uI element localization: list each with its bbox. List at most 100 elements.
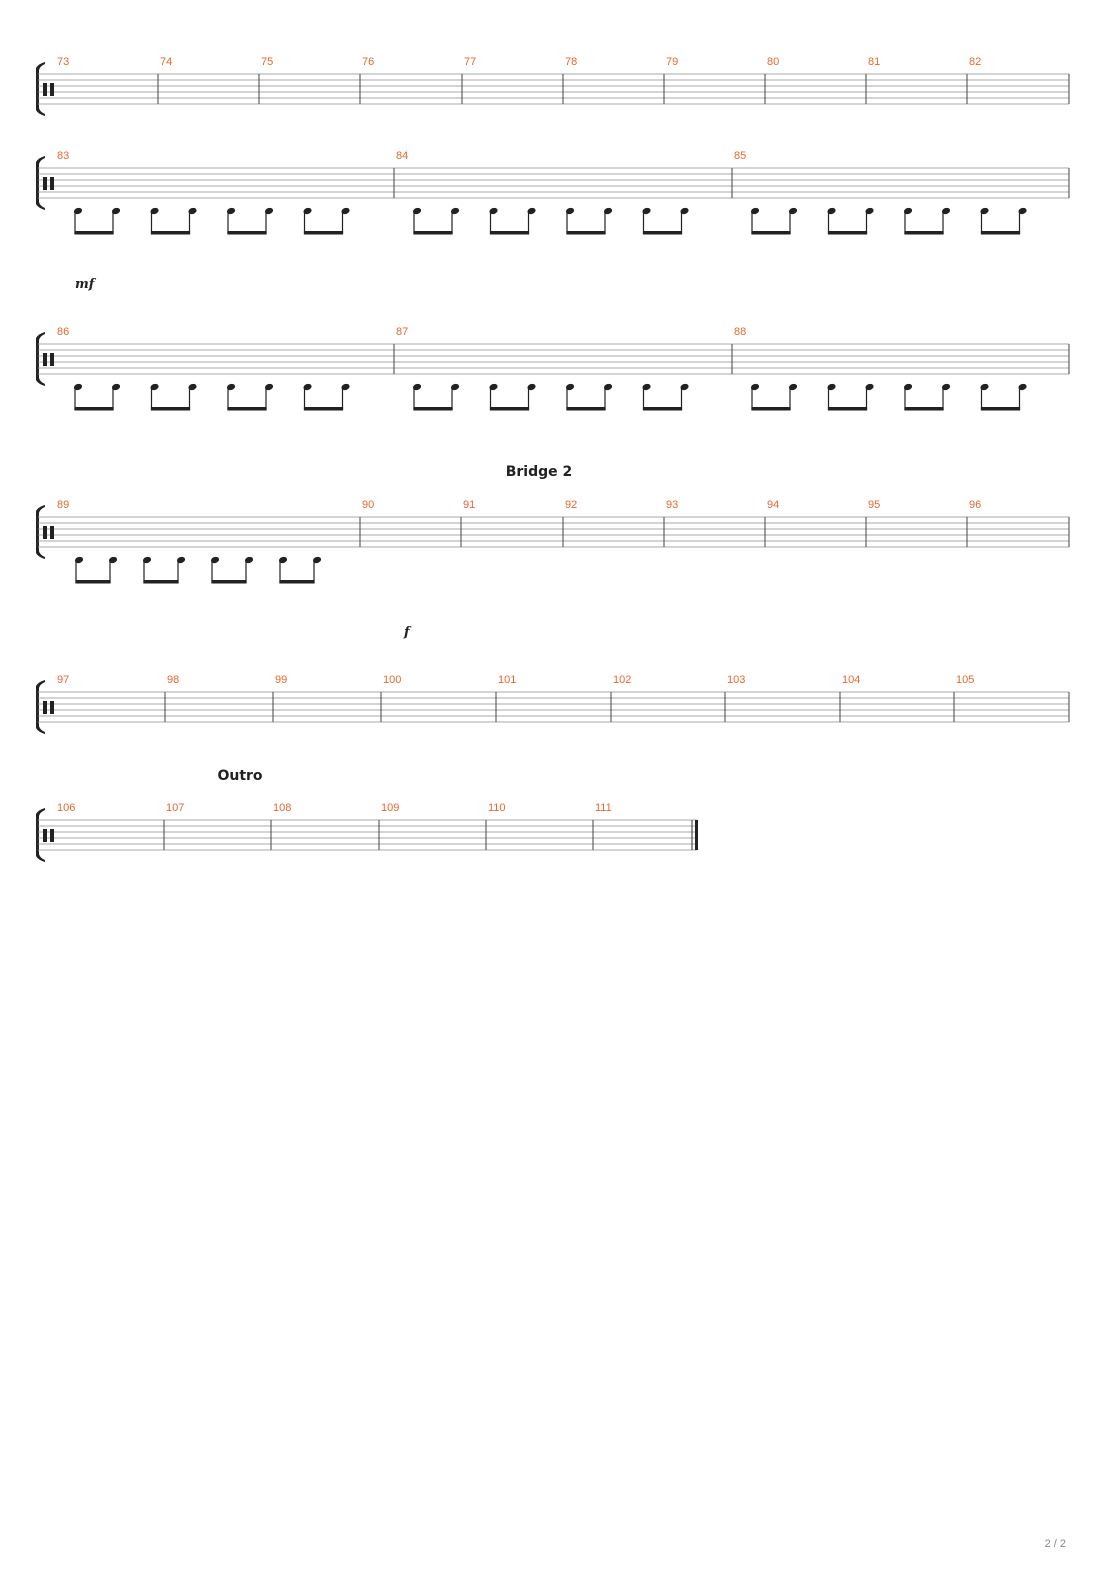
note-beam [642,231,683,235]
measure-number: 83 [57,150,69,162]
note-head [788,383,798,391]
measure-number: 77 [464,56,476,68]
measure-number: 91 [463,499,475,511]
note-head [603,207,613,215]
dynamic-marking: f [403,625,412,640]
note-head [980,383,989,391]
measure-number: 78 [565,56,577,68]
note-head [278,556,288,564]
measure-number: 75 [261,56,273,68]
note-head [527,207,536,215]
note-head [108,556,118,564]
measure-number: 88 [734,326,746,338]
measure-number: 111 [595,802,612,814]
section-title: Outro [217,768,262,784]
measure-number: 110 [488,802,506,814]
note-beam [751,407,791,411]
percussion-clef-icon [50,829,54,842]
final-barline-thick [695,820,698,850]
note-head [565,207,575,215]
note-head [1018,207,1027,215]
note-head [73,383,83,391]
note-head [312,556,322,564]
measure-number: 94 [767,499,779,511]
note-head [642,207,651,215]
measure-number: 104 [842,674,860,686]
measure-number: 86 [57,326,69,338]
page-number: 2 / 2 [1044,1538,1066,1550]
note-beam [211,580,247,584]
measure-number: 96 [969,499,981,511]
note-beam [150,231,191,235]
measure-number: 81 [868,56,880,68]
note-beam [904,407,944,411]
measure-number: 76 [362,56,374,68]
staff-system: 106 107 108 109 110 111 Outro [36,768,698,862]
measure-number: 92 [565,499,577,511]
note-beam [413,231,453,235]
note-head [750,207,760,215]
note-beam [150,407,191,411]
note-head [74,556,84,564]
percussion-clef-icon [43,353,47,366]
section-title: Bridge 2 [506,464,573,480]
percussion-clef-icon [50,701,54,714]
note-head [150,383,159,391]
note-beam [74,231,114,235]
measure-number: 90 [362,499,374,511]
dynamic-marking: mf [75,277,97,292]
note-head [450,383,460,391]
note-head [680,383,689,391]
percussion-clef-icon [43,526,47,539]
note-head [903,383,913,391]
note-head [565,383,575,391]
note-head [341,207,350,215]
note-head [142,556,152,564]
note-head [642,383,651,391]
note-beam [827,407,868,411]
note-head [865,383,874,391]
note-beam [827,231,868,235]
measure-number: 108 [273,802,291,814]
percussion-clef-icon [50,526,54,539]
note-beam [566,231,606,235]
note-head [264,207,274,215]
note-head [73,207,83,215]
note-beam [489,231,530,235]
measure-number: 103 [727,674,745,686]
percussion-clef-icon [43,83,47,96]
note-beam [642,407,683,411]
note-head [111,383,121,391]
measure-number: 107 [166,802,184,814]
note-head [226,207,236,215]
note-beam [980,407,1021,411]
note-beam [980,231,1021,235]
note-head [226,383,236,391]
note-head [941,383,951,391]
measure-number: 106 [57,802,75,814]
note-beam [566,407,606,411]
note-beam [904,231,944,235]
note-head [1018,383,1027,391]
percussion-clef-icon [43,177,47,190]
note-head [244,556,254,564]
note-beam [227,231,267,235]
note-head [980,207,989,215]
note-beam [303,231,344,235]
measure-number: 73 [57,56,69,68]
note-head [750,383,760,391]
note-head [903,207,913,215]
note-head [788,207,798,215]
measure-number: 95 [868,499,880,511]
note-head [489,383,498,391]
note-head [150,207,159,215]
note-head [210,556,220,564]
note-head [111,207,121,215]
measure-number: 109 [381,802,399,814]
note-head [865,207,874,215]
note-head [176,556,186,564]
